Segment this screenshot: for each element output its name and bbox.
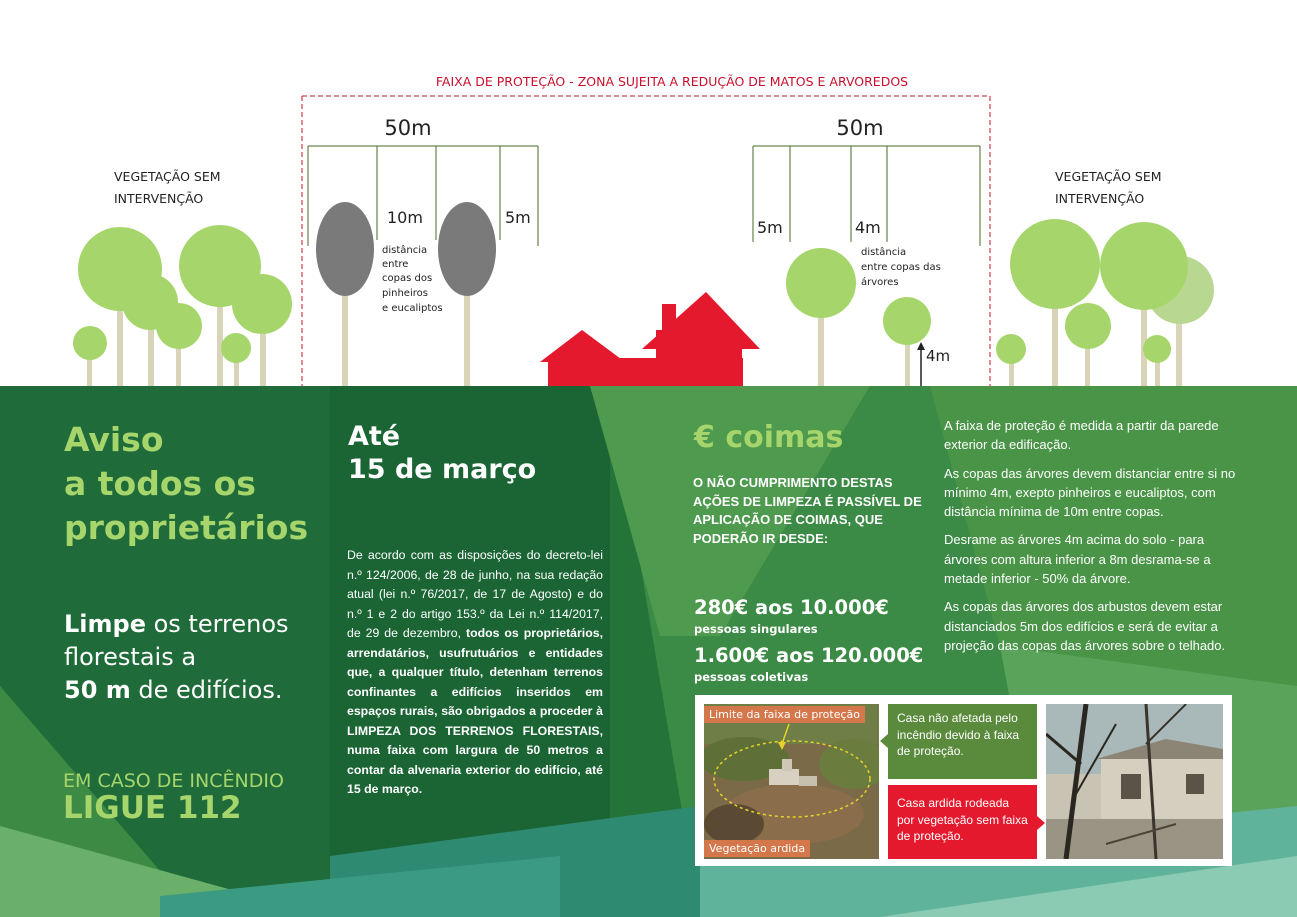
fine-amount-companies: 1.600€ aos 120.000€: [694, 644, 924, 667]
svg-text:INTERVENÇÃO: INTERVENÇÃO: [1055, 191, 1144, 206]
fire-emergency-label: EM CASO DE INCÊNDIO: [63, 770, 284, 792]
red-pointer-icon: [1037, 816, 1045, 830]
right-tree-cluster: [996, 219, 1214, 388]
left-tree-cluster: [73, 225, 292, 388]
fines-title: € coimas: [694, 420, 844, 455]
svg-text:VEGETAÇÃO SEM: VEGETAÇÃO SEM: [114, 169, 221, 184]
left-10m-label: 10m: [387, 208, 423, 227]
protection-zone-illustration: FAIXA DE PROTEÇÃO - ZONA SUJEITA A REDUÇ…: [58, 74, 1223, 398]
pine-eucalyptus-trees: [316, 202, 496, 388]
svg-text:distância: distância: [861, 246, 906, 258]
right-distance-note: distância entre copas das árvores: [861, 246, 941, 288]
fine-label-individuals: pessoas singulares: [694, 622, 818, 636]
fine-label-companies: pessoas coletivas: [694, 670, 809, 684]
svg-text:VEGETAÇÃO SEM: VEGETAÇÃO SEM: [1055, 169, 1162, 184]
aerial-photo-protected-house: Limite da faixa de proteção Vegetação ar…: [704, 704, 879, 859]
height-4m-label: 4m: [926, 347, 950, 365]
green-pointer-icon: [880, 734, 888, 748]
svg-text:entre copas das: entre copas das: [861, 262, 941, 273]
rule-4: As copas das árvores dos arbustos devem …: [944, 599, 1226, 653]
right-zone-trees: [786, 248, 931, 388]
svg-text:e eucaliptos: e eucaliptos: [382, 303, 443, 314]
svg-text:pinheiros: pinheiros: [382, 288, 428, 299]
zone-title: FAIXA DE PROTEÇÃO - ZONA SUJEITA A REDUÇ…: [436, 74, 908, 89]
right-4m-label: 4m: [855, 218, 881, 237]
svg-text:copas dos: copas dos: [382, 273, 432, 284]
right-5m-label: 5m: [757, 218, 783, 237]
info-section: Aviso a todos os proprietários Limpe os …: [0, 386, 1297, 917]
svg-text:INTERVENÇÃO: INTERVENÇÃO: [114, 191, 203, 206]
svg-text:distância: distância: [382, 244, 427, 256]
fines-text: O NÃO CUMPRIMENTO DESTAS AÇÕES DE LIMPEZ…: [693, 475, 922, 546]
burnt-house-photo: [1046, 704, 1223, 859]
left-5m-label: 5m: [505, 208, 531, 227]
legal-text: De acordo com as disposições do decreto-…: [347, 548, 603, 796]
rule-2: As copas das árvores devem distanciar en…: [944, 465, 1236, 520]
right-50m-label: 50m: [836, 116, 883, 140]
burnt-house-caption: Casa ardida rodeada por vegetação sem fa…: [888, 785, 1037, 859]
left-50m-label: 50m: [384, 116, 431, 140]
house-icon: [540, 292, 760, 388]
deadline-title: Até 15 de março: [348, 421, 537, 485]
left-distance-note: distância entre copas dos pinheiros e eu…: [382, 244, 443, 314]
left-vegetation-label: VEGETAÇÃO SEM INTERVENÇÃO: [114, 169, 221, 206]
notice-title: Aviso a todos os proprietários: [64, 420, 309, 547]
emergency-number: LIGUE 112: [63, 790, 242, 826]
left-measure-bracket: [307, 145, 539, 246]
right-measure-bracket: [752, 145, 981, 246]
protection-limit-caption: Limite da faixa de proteção: [704, 706, 866, 723]
unaffected-house-caption: Casa não afetada pelo incêndio devido à …: [888, 704, 1037, 779]
rule-3: Desrame as árvores 4m acima do solo - pa…: [944, 532, 1211, 587]
svg-text:entre: entre: [382, 259, 408, 270]
clean-land-message: Limpe os terrenos florestais a 50 m de e…: [64, 610, 289, 704]
fine-amount-individuals: 280€ aos 10.000€: [694, 596, 889, 619]
rules-text: A faixa de proteção é medida a partir da…: [944, 416, 1244, 664]
burnt-vegetation-caption: Vegetação ardida: [704, 840, 811, 857]
svg-text:árvores: árvores: [861, 276, 899, 288]
rule-1: A faixa de proteção é medida a partir da…: [944, 418, 1219, 453]
right-vegetation-label: VEGETAÇÃO SEM INTERVENÇÃO: [1055, 169, 1162, 206]
